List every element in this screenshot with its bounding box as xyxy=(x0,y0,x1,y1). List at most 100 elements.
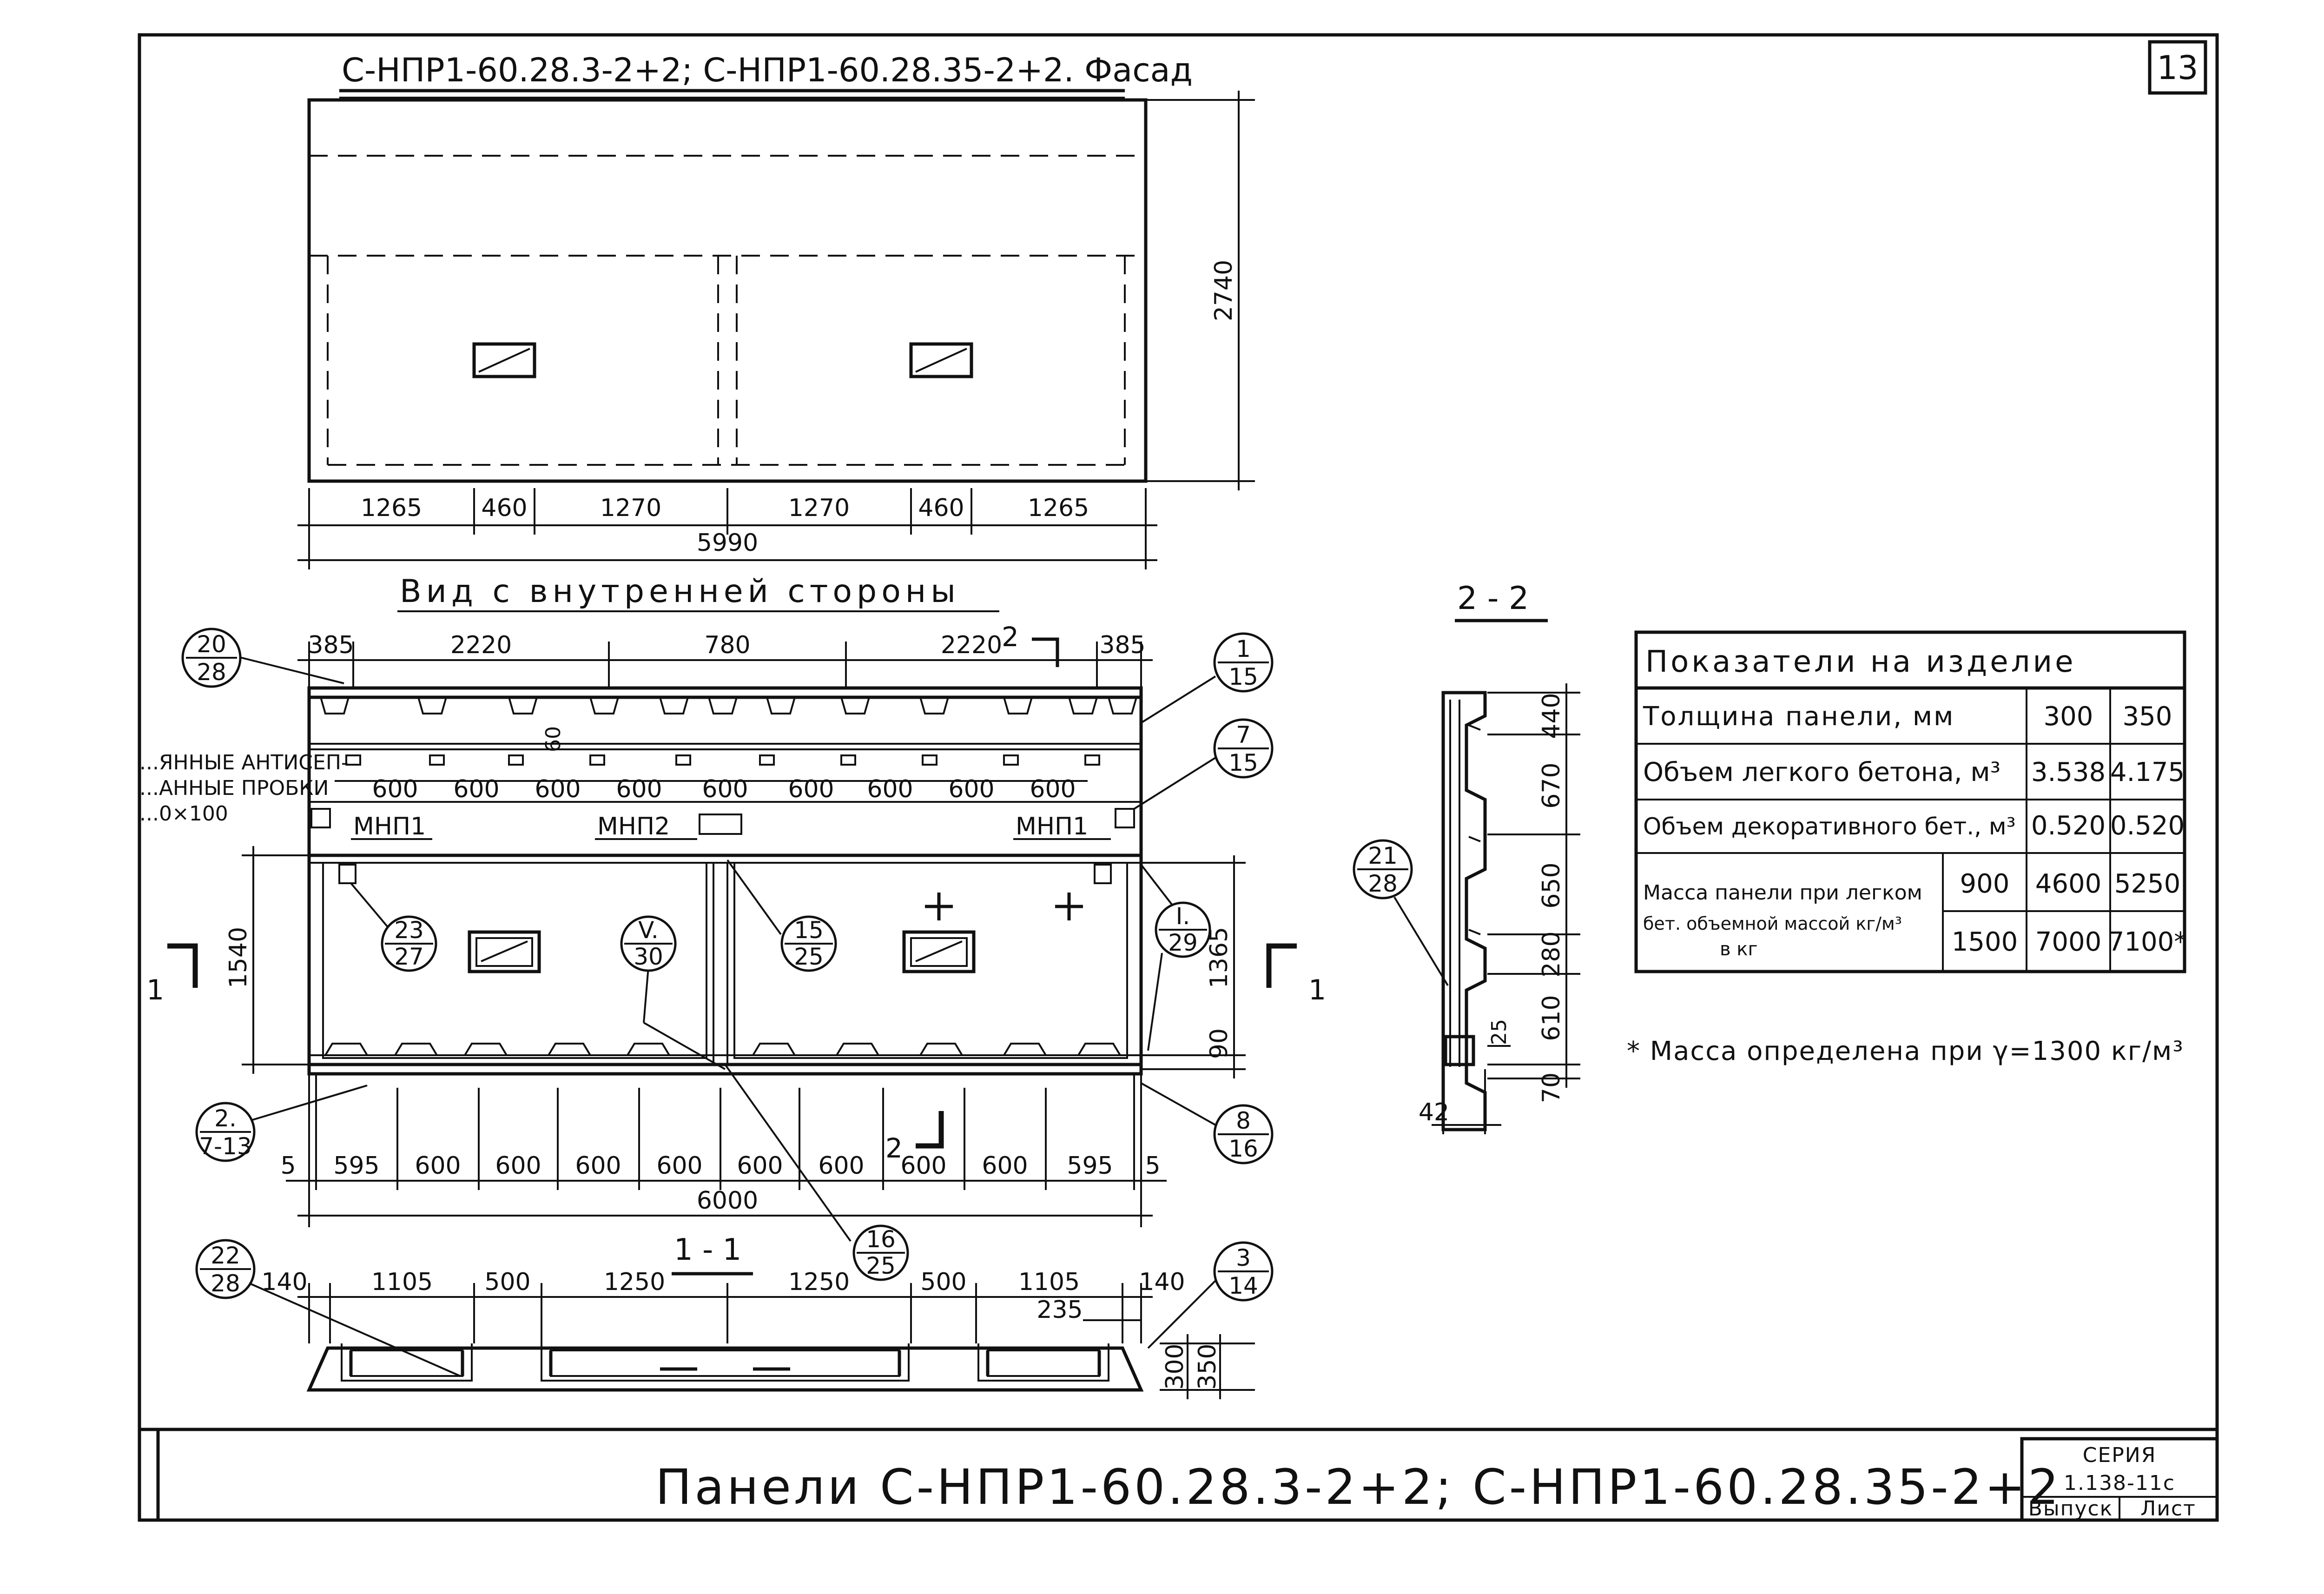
inner-view-title: Вид с внутренней стороны xyxy=(400,573,960,610)
issue-label: Выпуск xyxy=(2028,1497,2113,1521)
table-light-350: 4.175 xyxy=(2110,757,2185,787)
svg-text:15: 15 xyxy=(794,917,824,944)
svg-text:2.: 2. xyxy=(214,1105,237,1132)
inner-note-60: 60 xyxy=(541,726,565,752)
inner-bottom-dim-6: 600 xyxy=(656,1152,702,1180)
inner-bottom-dim-4: 600 xyxy=(495,1152,541,1180)
section-2-2-dim-70: 70 xyxy=(1538,1072,1565,1103)
svg-text:27: 27 xyxy=(394,943,424,970)
label-mnp1-right: МНП1 xyxy=(1016,813,1088,840)
table-mass-1500-300: 7000 xyxy=(2035,927,2102,957)
table-mass-label-1: Масса панели при легком xyxy=(1643,881,1922,905)
bubble-8-16: 8 16 xyxy=(1141,1082,1274,1164)
facade-dim-2: 460 xyxy=(481,494,527,522)
inner-mid-dim-4: 600 xyxy=(616,775,662,803)
inner-bottom-dim-5: 600 xyxy=(575,1152,621,1180)
cut-mark-2-bottom: 2 xyxy=(885,1111,944,1164)
inner-mid-dim-9: 600 xyxy=(1030,775,1076,803)
svg-text:3: 3 xyxy=(1236,1244,1251,1271)
inner-top-dim-2: 2220 xyxy=(450,631,512,659)
facade-title: С-НПР1-60.28.3-2+2; С-НПР1-60.28.35-2+2.… xyxy=(342,51,1193,89)
bubble-v-30: V. 30 xyxy=(620,915,726,1070)
section-2-2-profile xyxy=(1441,691,1487,1131)
inner-bottom-dim-10: 600 xyxy=(982,1152,1028,1180)
section-1-1-dim-5: 1250 xyxy=(788,1268,850,1296)
section-2-2-width: 42 xyxy=(1419,1098,1449,1126)
inner-mid-dim-6: 600 xyxy=(788,775,834,803)
bubble-i-29: I. 29 xyxy=(1140,864,1211,1051)
indicators-table: Показатели на изделие Толщина панели, мм… xyxy=(1634,630,2187,973)
inner-side-note: ...ЯННЫЕ АНТИСЕП- ...АННЫЕ ПРОБКИ ...0×1… xyxy=(139,751,349,826)
section-2-2-dim-440: 440 xyxy=(1538,693,1565,739)
series-label: СЕРИЯ xyxy=(2083,1443,2157,1467)
section-1-1-profile xyxy=(306,1343,1144,1392)
inner-left-dim: 1540 xyxy=(224,927,252,988)
svg-text:1: 1 xyxy=(1308,974,1326,1006)
facade-dim-5: 460 xyxy=(918,494,964,522)
table-mass-density-1500: 1500 xyxy=(1952,927,2018,957)
inner-total-dim: 6000 xyxy=(697,1187,758,1215)
table-deco-350: 0.520 xyxy=(2110,811,2185,841)
title-block-corner: СЕРИЯ 1.138-11с Выпуск Лист xyxy=(2020,1437,2219,1522)
svg-text:14: 14 xyxy=(1228,1272,1258,1299)
inner-top-dim-4: 2220 xyxy=(941,631,1002,659)
svg-text:16: 16 xyxy=(866,1226,896,1253)
section-2-2-dim-25: 25 xyxy=(1487,1019,1511,1045)
sheet-label: Лист xyxy=(2140,1497,2196,1521)
svg-text:20: 20 xyxy=(197,631,226,658)
section-2-2-title: 2 - 2 xyxy=(1457,580,1529,617)
sheet-frame xyxy=(138,33,2219,1522)
inner-mid-dim-7: 600 xyxy=(867,775,913,803)
bubble-1-15: 1 15 xyxy=(1140,632,1274,724)
inner-right-dim-90: 90 xyxy=(1205,1028,1233,1059)
table-row-label-deco: Объем декоративного бет., м³ xyxy=(1643,813,2016,840)
bubble-15-25: 15 25 xyxy=(726,859,837,972)
inner-top-dim-5: 385 xyxy=(1099,631,1145,659)
section-1-1-sub-dim: 235 xyxy=(1037,1296,1083,1324)
inner-side-note-1: ...ЯННЫЕ АНТИСЕП- xyxy=(139,751,349,774)
bubble-16-25: 16 25 xyxy=(724,1064,909,1281)
svg-text:7: 7 xyxy=(1236,721,1251,748)
section-2-2-dim-610: 610 xyxy=(1538,995,1565,1041)
svg-text:15: 15 xyxy=(1228,749,1258,776)
facade-bottom-dims: 1265 460 1270 1270 460 1265 5990 xyxy=(297,488,1157,569)
bubble-23-27: 23 27 xyxy=(350,882,437,972)
inner-mid-dims: 600 600 600 600 600 600 600 600 600 60 xyxy=(335,726,1088,803)
facade-dim-1: 1265 xyxy=(361,494,422,522)
table-row-label-thickness: Толщина панели, мм xyxy=(1643,701,1954,732)
svg-text:15: 15 xyxy=(1228,663,1258,690)
svg-text:16: 16 xyxy=(1228,1135,1258,1162)
inner-bottom-dim-12: 5 xyxy=(1145,1152,1160,1180)
inner-window-right xyxy=(902,930,976,973)
facade-dim-4: 1270 xyxy=(788,494,850,522)
label-mnp1-left: МНП1 xyxy=(353,813,426,840)
inner-bottom-dims: 5 595 600 600 600 600 600 600 600 600 59… xyxy=(280,1074,1167,1227)
inner-mid-dim-5: 600 xyxy=(702,775,748,803)
cut-mark-1-left: 1 xyxy=(146,943,198,1006)
svg-text:I.: I. xyxy=(1176,903,1190,930)
inner-bottom-dim-1: 5 xyxy=(280,1152,296,1180)
table-deco-300: 0.520 xyxy=(2031,811,2106,841)
sheet-number-box: 13 xyxy=(2148,40,2207,95)
inner-top-dim-3: 780 xyxy=(704,631,750,659)
svg-text:1: 1 xyxy=(1236,635,1251,662)
section-1-1-dim-2: 1105 xyxy=(371,1268,433,1296)
inner-mid-dim-2: 600 xyxy=(453,775,499,803)
facade-panel xyxy=(307,98,1148,483)
inner-window-left xyxy=(468,930,541,973)
bubble-3-14: 3 14 xyxy=(1147,1241,1274,1349)
table-mass-density-900: 900 xyxy=(1960,869,2010,899)
table-mass-900-300: 4600 xyxy=(2035,869,2102,899)
inner-bottom-dim-9: 600 xyxy=(900,1152,946,1180)
inner-mid-dim-3: 600 xyxy=(535,775,581,803)
inner-side-note-3: ...0×100 xyxy=(139,802,228,826)
facade-height-dim: 2740 xyxy=(1210,260,1238,321)
section-1-1-title: 1 - 1 xyxy=(674,1233,741,1267)
section-1-1-dim-3: 500 xyxy=(484,1268,530,1296)
section-1-1-dim-7: 1105 xyxy=(1018,1268,1080,1296)
bubble-7-15: 7 15 xyxy=(1133,718,1274,810)
svg-text:28: 28 xyxy=(211,1270,240,1297)
section-2-2-dim-650: 650 xyxy=(1538,862,1565,908)
svg-text:21: 21 xyxy=(1368,842,1398,869)
